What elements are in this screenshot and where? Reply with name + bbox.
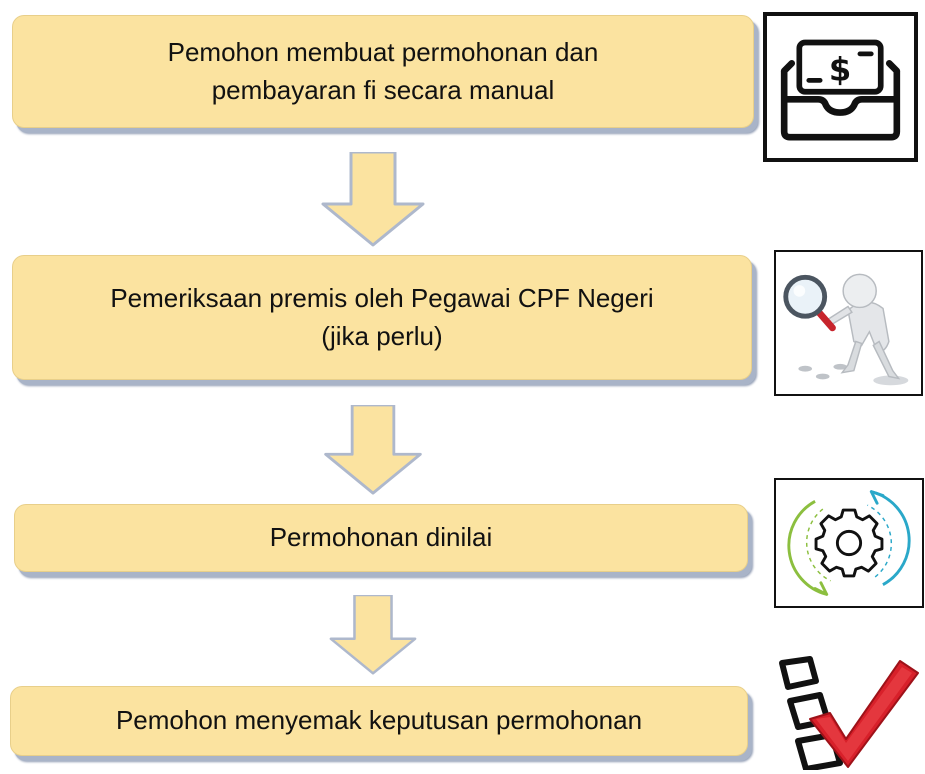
checklist-icon	[776, 655, 924, 770]
step-1-box: Pemohon membuat permohonan dan pembayara…	[12, 15, 754, 128]
step-4-text: Pemohon menyemak keputusan permohonan	[115, 705, 643, 736]
gear-cycle-icon	[774, 478, 924, 608]
magnifier-inspector-icon	[774, 250, 923, 396]
money-envelope-icon: $	[763, 12, 918, 162]
svg-text:$: $	[829, 50, 851, 88]
step-3-text: Permohonan dinilai	[269, 522, 493, 553]
down-arrow-1	[321, 152, 425, 247]
down-arrow-3	[329, 595, 417, 675]
down-arrow-2	[324, 405, 422, 495]
step-3-box: Permohonan dinilai	[14, 504, 748, 572]
step-2-text: Pemeriksaan premis oleh Pegawai CPF Nege…	[110, 282, 654, 351]
step-2-box: Pemeriksaan premis oleh Pegawai CPF Nege…	[12, 255, 752, 380]
step-1-text: Pemohon membuat permohonan dan pembayara…	[167, 36, 599, 105]
step-4-box: Pemohon menyemak keputusan permohonan	[10, 686, 748, 756]
